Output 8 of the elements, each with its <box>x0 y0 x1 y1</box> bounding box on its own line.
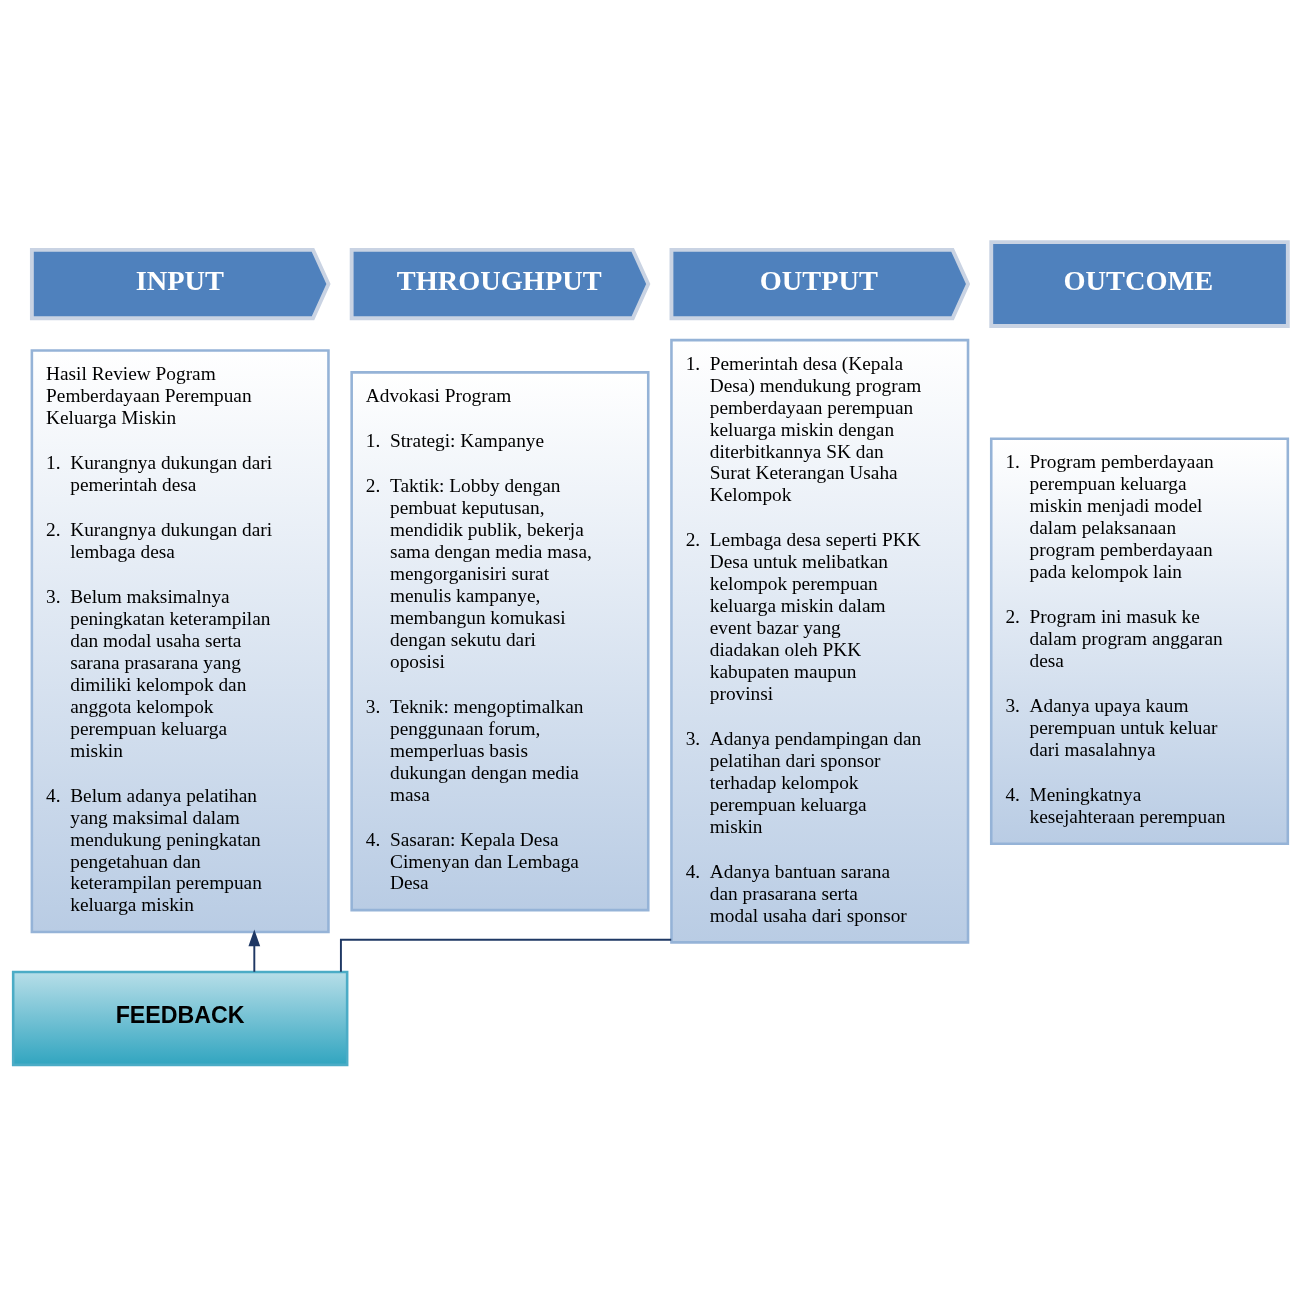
node-box: FEEDBACK <box>11 970 349 1067</box>
node-box: Advokasi Program 1. Strategi: Kampanye 2. Taktik: Lobby dengan pembuat keputusan, mendidik publik, bekerja sama dengan media masa, mengorganisiri surat menulis kampanye, membangun komukasi dengan sekutu dari oposisi 3. Teknik: mengoptimalkan penggunaan forum, memperluas basis dukungan dengan media masa 4. Sasaran: Kepala Desa Cimenyan dan Lembaga Desa <box>350 371 650 912</box>
connector <box>339 938 673 973</box>
node-box: OUTCOME <box>989 240 1290 328</box>
arrow <box>248 929 261 973</box>
node-box: Hasil Review Pogram Pemberdayaan Perempuan Keluarga Miskin 1. Kurangnya dukungan dari pemerintah desa 2. Kurangnya dukungan dari lembaga desa 3. Belum maksimalnya peningkatan keterampilan dan modal usaha serta sarana prasarana yang dimiliki kelompok dan anggota kelompok perempuan keluarga miskin 4. Belum adanya pelatihan yang maksimal dalam mendukung peningkatan pengetahuan dan keterampilan perempuan keluarga miskin <box>30 349 330 934</box>
node-box: 1. Pemerintah desa (Kepala Desa) mendukung program pemberdayaan perempuan keluarga miskin dengan diterbitkannya SK dan Surat Keterangan Usaha Kelompok 2. Lembaga desa seperti PKK Desa untuk melibatkan kelompok perempuan keluarga miskin dalam event bazar yang diadakan oleh PKK kabupaten maupun provinsi 3. Adanya pendampingan dan pelatihan dari sponsor terhadap kelompok perempuan keluarga miskin 4. Adanya bantuan sarana dan prasarana serta modal usaha dari sponsor <box>670 338 970 944</box>
node-box: 1. Program pemberdayaan perempuan keluarga miskin menjadi model dalam pelaksanaan program pemberdayaan pada kelompok lain 2. Program ini masuk ke dalam program anggaran desa 3. Adanya upaya kaum perempuan untuk keluar dari masalahnya 4. Meningkatnya kesejahteraan perempuan <box>989 437 1290 845</box>
